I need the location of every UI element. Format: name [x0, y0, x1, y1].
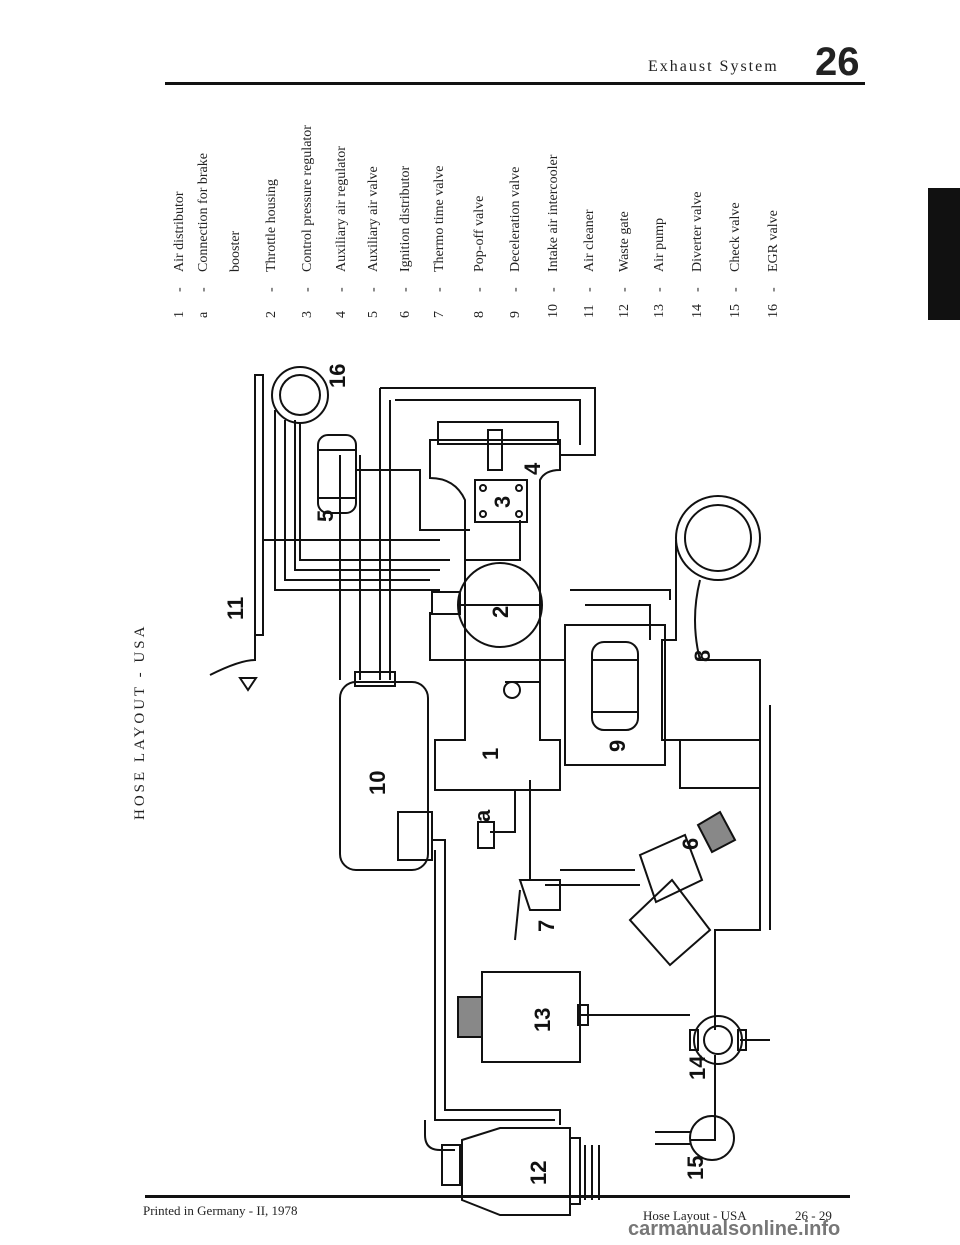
section-number: 26: [815, 40, 860, 84]
auxiliary-air-valve: [317, 434, 357, 514]
air-cleaner: [209, 374, 264, 692]
header-rule: [165, 82, 865, 85]
label-6: 6: [678, 838, 703, 850]
egr-valve: [271, 366, 329, 424]
label-10: 10: [365, 771, 390, 795]
label-3: 3: [490, 496, 515, 508]
intake-air-intercooler: [339, 671, 433, 871]
diverter-valve: [689, 1015, 747, 1065]
label-9: 9: [605, 740, 630, 752]
label-2: 2: [488, 606, 513, 618]
section-title: Exhaust System: [648, 58, 779, 75]
label-11: 11: [223, 597, 248, 620]
footer-section: Hose Layout - USA: [643, 1208, 747, 1223]
air-pump: [457, 971, 589, 1063]
control-pressure-regulator: [474, 479, 528, 523]
label-8: 8: [690, 650, 715, 662]
section-tab-marker: [928, 188, 960, 320]
waste-gate: [424, 1120, 600, 1216]
deceleration-valve: [591, 641, 639, 731]
label-7: 7: [534, 920, 559, 932]
label-a: a: [470, 809, 495, 822]
watermark: carmanualsonline.info: [628, 1218, 841, 1240]
label-14: 14: [685, 1055, 710, 1080]
label-16: 16: [325, 364, 350, 388]
hose-lines: [263, 387, 771, 1141]
footer-rule: [145, 1195, 850, 1198]
label-4: 4: [520, 462, 545, 475]
footer-page-number: 26 - 29: [795, 1208, 832, 1223]
valve-frame: [564, 624, 666, 766]
ignition-distributor: [628, 810, 737, 967]
footer-printed: Printed in Germany - II, 1978: [143, 1203, 298, 1218]
turbocharger-and-pop-off-valve: [661, 495, 761, 789]
throttle-housing: [431, 562, 543, 648]
auxiliary-air-regulator: [437, 421, 559, 471]
label-1: 1: [478, 748, 503, 760]
label-15: 15: [683, 1156, 708, 1180]
label-12: 12: [526, 1161, 551, 1185]
label-5: 5: [313, 510, 338, 522]
check-valve: [655, 1115, 735, 1161]
label-13: 13: [530, 1008, 555, 1032]
engine-block-outline: [429, 439, 561, 791]
